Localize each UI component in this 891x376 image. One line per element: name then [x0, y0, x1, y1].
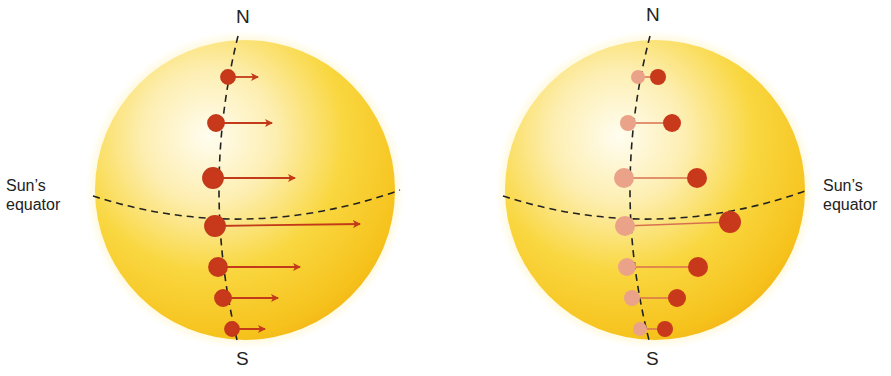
- pole-label: N: [646, 4, 660, 27]
- equator-label: Sun’s equator: [6, 176, 86, 214]
- equator-label: Sun’s equator: [823, 176, 887, 214]
- pole-label: S: [646, 348, 659, 371]
- pole-label: N: [236, 6, 250, 29]
- pole-label: S: [236, 348, 249, 371]
